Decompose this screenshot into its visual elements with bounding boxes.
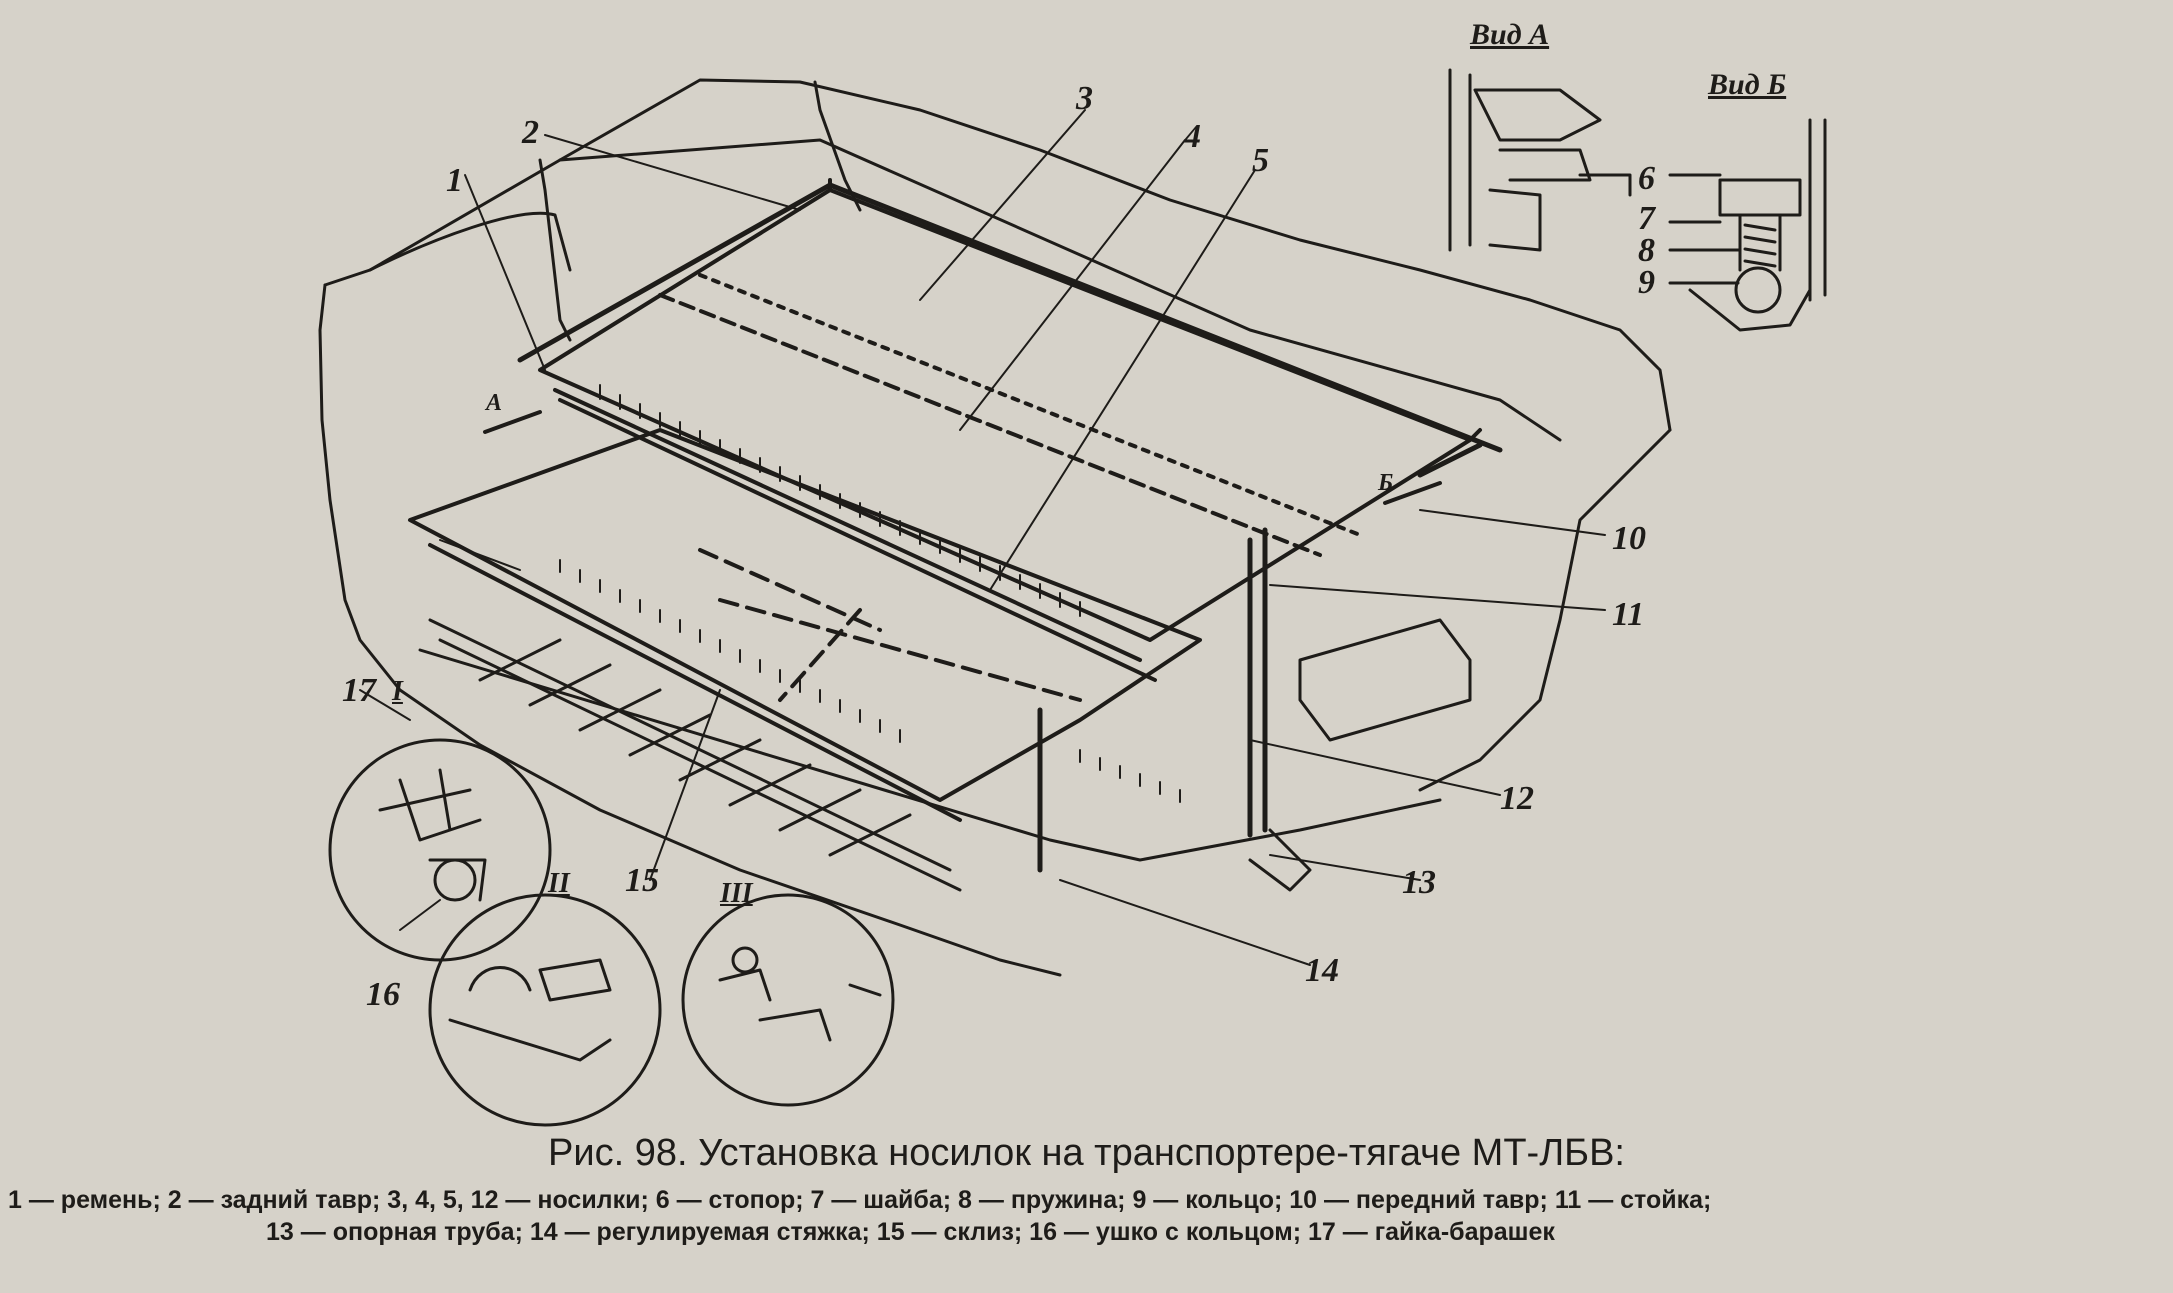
callout-6: 6	[1638, 160, 1655, 197]
figure-caption-title: Рис. 98. Установка носилок на транспорте…	[548, 1132, 1625, 1174]
side-box	[1248, 618, 1472, 892]
callout-16: 16	[366, 976, 400, 1013]
callout-12: 12	[1500, 780, 1534, 817]
floor-slide	[428, 618, 962, 892]
callout-14: 14	[1305, 952, 1339, 989]
detail-iii-label: III	[720, 878, 753, 909]
figure-legend-line-1: 1 — ремень; 2 — задний тавр; 3, 4, 5, 12…	[8, 1186, 1712, 1214]
callout-5: 5	[1252, 142, 1269, 179]
arrow-b-label: Б	[1378, 470, 1394, 496]
detail-i-circle	[328, 738, 552, 962]
arrow-a-label: А	[486, 390, 503, 416]
callout-13: 13	[1402, 864, 1436, 901]
detail-i-label: I	[392, 676, 403, 707]
tee-rails	[517, 182, 1503, 873]
view-a-drawing	[1448, 68, 1632, 252]
callout-7: 7	[1638, 200, 1655, 237]
view-b-drawing	[1668, 118, 1827, 332]
callout-9: 9	[1638, 264, 1655, 301]
callout-11: 11	[1612, 596, 1645, 633]
detail-iii-circle	[681, 893, 895, 1107]
callout-8: 8	[1638, 232, 1655, 269]
callout-15: 15	[625, 862, 659, 899]
callout-3: 3	[1076, 80, 1093, 117]
callout-17: 17	[342, 672, 376, 709]
rear-wall	[418, 138, 1562, 862]
view-b-title: Вид Б	[1708, 68, 1787, 101]
view-arrows	[483, 410, 1442, 505]
canvas-edge-hatching	[559, 384, 1181, 803]
figure-legend-line-2: 13 — опорная труба; 14 — регулируемая ст…	[266, 1218, 1555, 1246]
lower-stretcher-frame	[408, 428, 1202, 822]
callout-4: 4	[1184, 118, 1201, 155]
view-a-title: Вид А	[1470, 18, 1550, 51]
leader-lines	[359, 109, 1606, 966]
detail-ii-circle	[428, 893, 662, 1127]
detail-ii-label: II	[548, 868, 570, 899]
callout-1: 1	[446, 162, 463, 199]
callout-10: 10	[1612, 520, 1646, 557]
callout-2: 2	[522, 114, 539, 151]
